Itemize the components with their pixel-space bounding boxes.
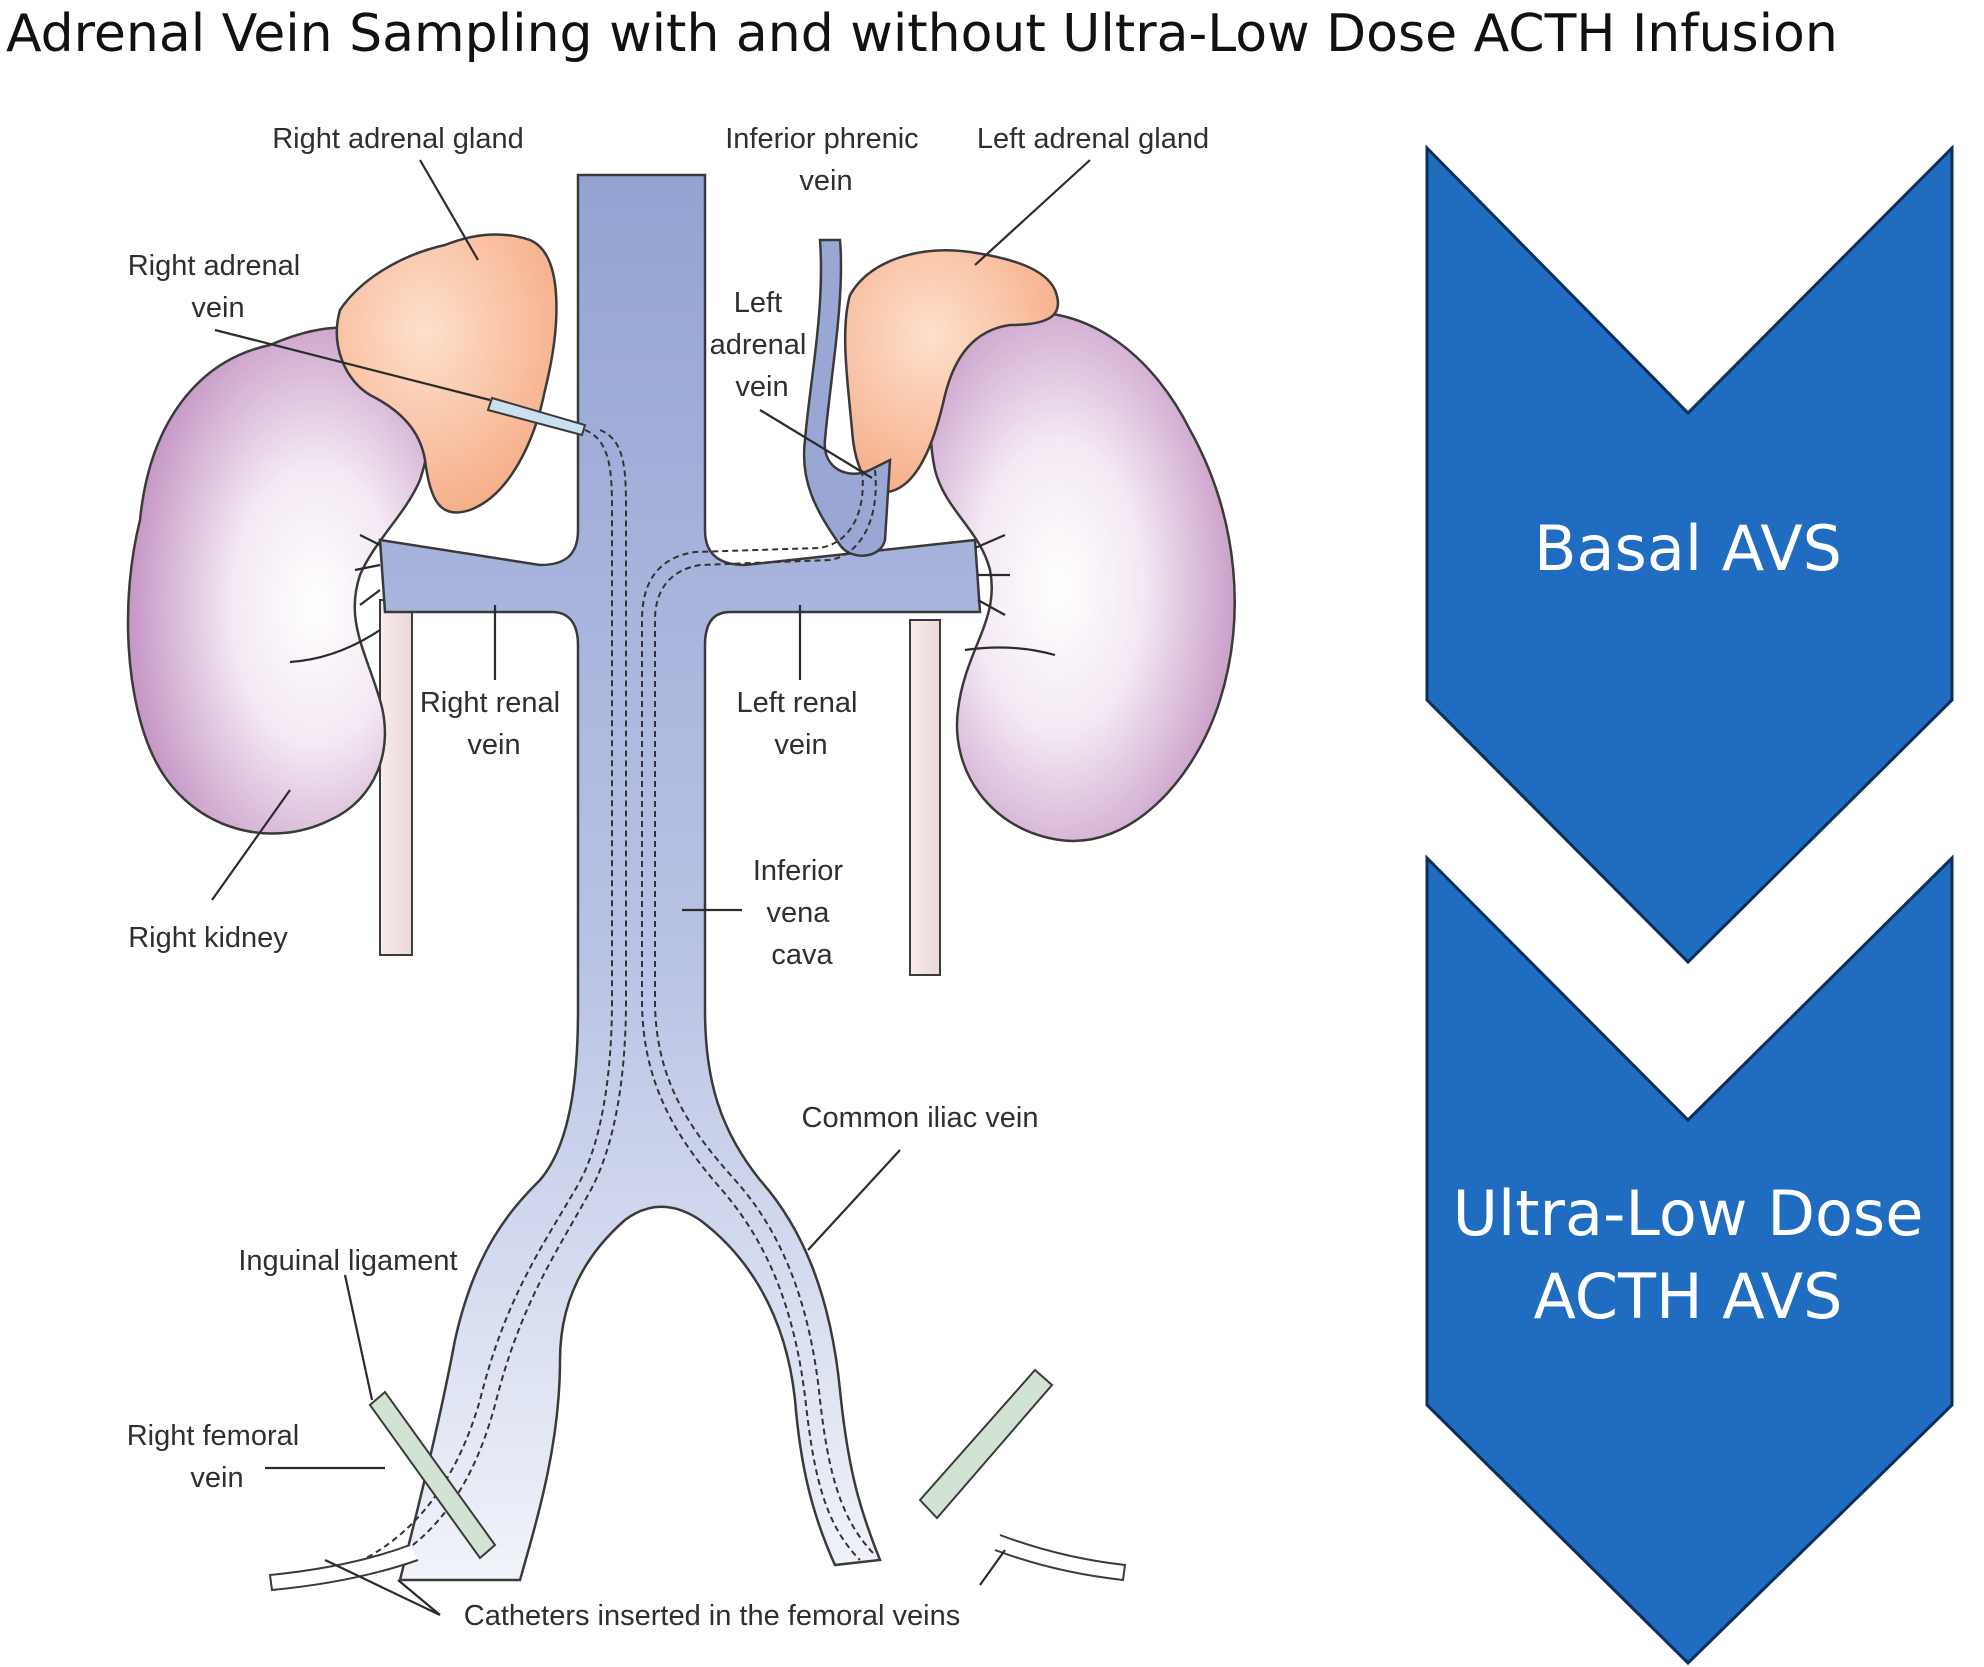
label-right-adrenal-vein: Right adrenal vein: [128, 250, 309, 324]
inferior-vena-cava: [378, 173, 982, 1582]
left-inguinal-ligament: [918, 1368, 1054, 1520]
label-common-iliac-vein: Common iliac vein: [802, 1102, 1039, 1134]
right-ureter: [379, 599, 413, 956]
leader-left-adrenal-gland: [974, 159, 1091, 266]
label-right-adrenal-gland: Right adrenal gland: [272, 123, 524, 155]
left-renal-branches: [974, 533, 1010, 616]
left-ureter: [909, 619, 941, 976]
label-inferior-phrenic-vein: Inferior phrenic vein: [725, 123, 927, 197]
left-catheter-exit: [994, 1534, 1127, 1582]
label-inguinal-ligament: Inguinal ligament: [238, 1245, 457, 1277]
leader-right-kidney: [211, 789, 291, 901]
label-left-renal-vein: Left renal vein: [737, 687, 866, 761]
label-left-adrenal-vein: Left adrenal vein: [710, 287, 815, 403]
leader-right-adrenal-vein: [214, 328, 491, 402]
label-left-adrenal-gland: Left adrenal gland: [977, 123, 1209, 155]
step-ultra-low-dose-acth-avs: Ultra-Low Dose ACTH AVS: [1425, 854, 1954, 1666]
label-right-kidney: Right kidney: [128, 922, 288, 954]
label-right-renal-vein: Right renal vein: [420, 687, 568, 761]
leader-catheters: [324, 1549, 1006, 1616]
right-adrenal-catheter-tip: [486, 396, 587, 437]
left-kidney-hilum-line: [964, 646, 1056, 657]
right-catheter-outer: [339, 429, 613, 1571]
leader-inguinal-ligament: [343, 1274, 374, 1401]
leader-left-adrenal-vein: [759, 409, 873, 479]
step-label-line-1: Ultra-Low Dose: [1453, 1177, 1924, 1250]
right-kidney-hilum-line: [289, 629, 381, 664]
label-catheters: Catheters inserted in the femoral veins: [464, 1600, 960, 1632]
step-label: Basal AVS: [1534, 512, 1842, 585]
right-adrenal-gland: [335, 233, 558, 514]
left-catheter-inner: [641, 469, 864, 1561]
label-right-femoral-vein: Right femoral vein: [127, 1420, 308, 1494]
leader-common-iliac-vein: [807, 1149, 901, 1251]
step-basal-avs: Basal AVS: [1425, 144, 1954, 965]
left-adrenal-gland: [843, 249, 1060, 494]
left-catheter-outer: [654, 469, 877, 1556]
label-inferior-vena-cava: Inferior vena cava: [753, 855, 851, 971]
right-catheter-exit: [268, 1544, 419, 1592]
step-label-line-2: ACTH AVS: [1533, 1260, 1842, 1333]
leader-right-adrenal-gland: [419, 159, 479, 261]
left-kidney: [929, 311, 1236, 843]
chevron-shape: [1425, 854, 1954, 1666]
right-renal-branches: [354, 534, 381, 606]
right-inguinal-ligament: [368, 1390, 497, 1560]
chevron-shape: [1425, 144, 1954, 965]
page-title: Adrenal Vein Sampling with and without U…: [6, 4, 1838, 64]
right-catheter-inner: [359, 429, 627, 1576]
